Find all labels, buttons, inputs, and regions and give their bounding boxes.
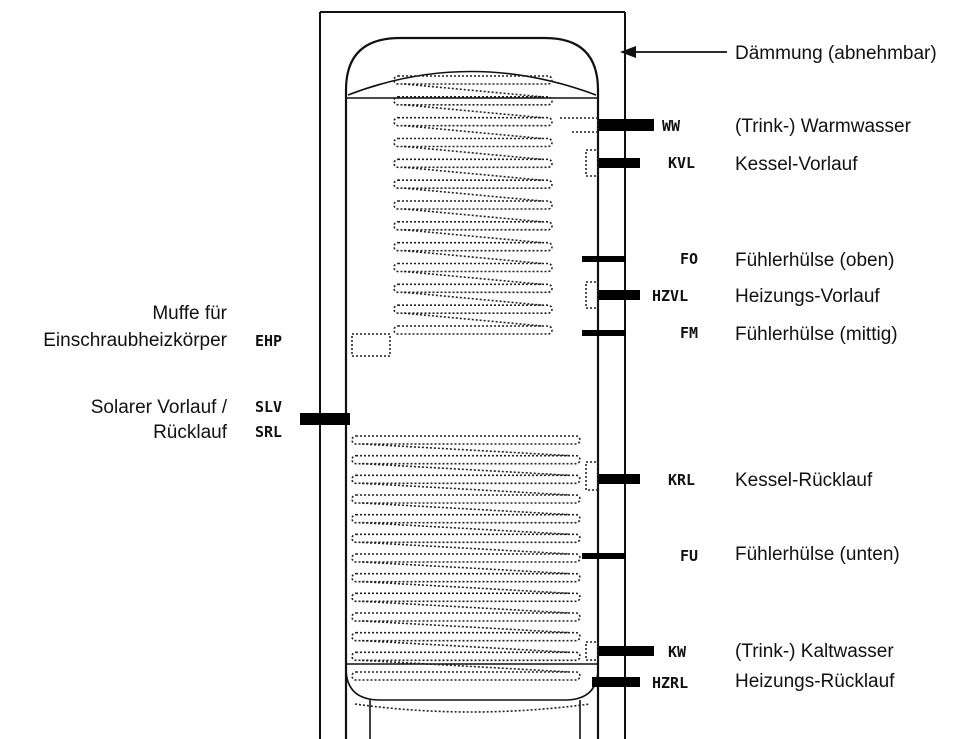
coil-diagonal: [361, 639, 571, 654]
code-krl: KRL: [668, 471, 695, 489]
coil-turn: [393, 116, 553, 127]
coil-diagonal: [361, 600, 571, 614]
coil-diagonal: [361, 620, 571, 634]
label-krl: Kessel-Rücklauf: [735, 470, 873, 491]
upper-heating-coil: [393, 75, 553, 335]
pipe-fm: [582, 330, 626, 336]
code-ww: WW: [662, 117, 681, 135]
coil-turn: [393, 283, 553, 294]
pipe-fo: [582, 256, 626, 262]
pipe-krl: [598, 474, 640, 484]
coil-diagonal: [403, 166, 543, 181]
coil-diagonal: [403, 104, 543, 119]
label-fo: Fühlerhülse (oben): [735, 250, 894, 271]
coil-turn: [351, 435, 581, 445]
coil-diagonal: [361, 580, 571, 595]
coil-turn: [393, 137, 553, 148]
coil-diagonal: [361, 482, 571, 496]
label-ww: (Trink-) Warmwasser: [735, 116, 912, 137]
label-fu: Fühlerhülse (unten): [735, 544, 900, 565]
label-kw: (Trink-) Kaltwasser: [735, 641, 894, 662]
label-kvl: Kessel-Vorlauf: [735, 154, 858, 175]
coil-turn: [393, 241, 553, 252]
coil-diagonal: [403, 208, 543, 223]
code-kw: KW: [668, 643, 687, 661]
label-solar-line1: Solarer Vorlauf /: [91, 397, 228, 418]
code-fo: FO: [680, 250, 698, 268]
code-fm: FM: [680, 324, 698, 342]
coil-diagonal: [361, 502, 571, 516]
code-ehp: EHP: [255, 332, 282, 350]
right-connection-pipes: [560, 117, 654, 687]
label-insulation: Dämmung (abnehmbar): [735, 43, 937, 64]
coil-diagonal: [403, 229, 543, 244]
pipe-fu: [582, 553, 626, 559]
coil-turn: [393, 325, 553, 335]
coil-diagonal: [361, 443, 571, 457]
code-kvl: KVL: [668, 154, 695, 172]
coil-diagonal: [403, 187, 543, 202]
coil-turn: [393, 262, 553, 273]
code-slv: SLV: [255, 398, 282, 416]
label-ehp-line1: Muffe für: [152, 303, 227, 324]
coil-turn: [351, 592, 581, 603]
coil-diagonal: [403, 312, 543, 327]
coil-turn: [351, 572, 581, 583]
coil-diagonal: [403, 291, 543, 306]
pipe-hzvl: [598, 290, 640, 300]
code-hzvl: HZVL: [652, 287, 688, 305]
label-hzvl: Heizungs-Vorlauf: [735, 286, 880, 307]
code-hzrl: HZRL: [652, 674, 688, 692]
tank-vessel: [344, 36, 600, 739]
coil-turn: [393, 96, 553, 106]
coil-diagonal: [361, 462, 571, 477]
coil-diagonal: [403, 124, 543, 140]
coil-turn: [351, 454, 581, 465]
pipe-kvl: [598, 158, 640, 168]
coil-turn: [351, 494, 581, 504]
coil-diagonal: [403, 270, 543, 286]
pipe-solar: [300, 413, 350, 425]
code-fu: FU: [680, 547, 698, 565]
pipe-ww: [598, 119, 654, 131]
coil-turn: [393, 158, 553, 169]
label-hzrl: Heizungs-Rücklauf: [735, 671, 895, 692]
coil-turn: [351, 533, 581, 544]
coil-turn: [351, 671, 581, 681]
label-ehp-line2: Einschraubheizkörper: [43, 330, 227, 351]
coil-turn: [351, 631, 581, 642]
coil-turn: [351, 474, 581, 485]
insulation-jacket: [319, 11, 626, 739]
code-srl: SRL: [255, 423, 282, 441]
label-solar-line2: Rücklauf: [153, 422, 228, 443]
left-connection-pipes: [300, 333, 391, 425]
coil-turn: [393, 179, 553, 189]
coil-diagonal: [361, 659, 571, 673]
coil-turn: [393, 221, 553, 231]
coil-diagonal: [361, 541, 571, 555]
coil-diagonal: [361, 521, 571, 536]
coil-turn: [351, 513, 581, 524]
insulation-arrow: [620, 46, 727, 58]
coil-turn: [393, 75, 553, 85]
pipe-kw: [598, 646, 654, 656]
coil-turn: [351, 553, 581, 563]
heating-element-socket: [351, 333, 391, 357]
label-fm: Fühlerhülse (mittig): [735, 324, 898, 345]
coil-turn: [393, 200, 553, 210]
coil-turn: [393, 304, 553, 314]
coil-diagonal: [403, 145, 543, 161]
coil-diagonal: [403, 249, 543, 265]
pipe-hzrl: [592, 677, 640, 687]
solar-heating-coil: [351, 435, 581, 681]
coil-diagonal: [361, 561, 571, 575]
coil-turn: [351, 651, 581, 662]
coil-diagonal: [403, 83, 543, 98]
coil-turn: [351, 612, 581, 622]
